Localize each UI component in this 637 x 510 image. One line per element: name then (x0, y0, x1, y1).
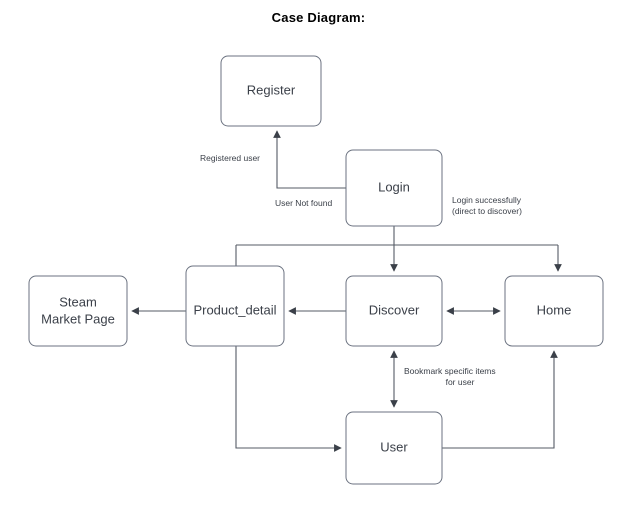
node-discover[interactable]: Discover (345, 275, 443, 347)
edge-label-bookmark-line2: for user (446, 377, 475, 387)
node-steam-market-page-label-line2: Market Page (41, 311, 115, 326)
node-home[interactable]: Home (504, 275, 604, 347)
node-user-label: User (380, 439, 408, 454)
node-discover-shape[interactable] (345, 275, 443, 347)
edge-user-to-home (442, 350, 558, 449)
edge-product-detail-to-user (235, 346, 342, 452)
edge-login-to-register (273, 130, 346, 189)
node-product-detail[interactable]: Product_detail (185, 265, 285, 347)
node-product-detail-label: Product_detail (193, 302, 276, 317)
edge-label-bookmark-line1: Bookmark specific items (404, 366, 496, 376)
node-product-detail-shape[interactable] (185, 265, 285, 347)
node-login-shape[interactable] (345, 149, 443, 227)
edge-label-registered-user: Registered user (200, 153, 260, 163)
node-login-label: Login (378, 179, 410, 194)
edge-label-login-success-line2: (direct to discover) (452, 206, 522, 216)
node-register-label: Register (247, 82, 296, 97)
node-steam-market-page-shape[interactable] (28, 275, 128, 347)
node-register-shape[interactable] (220, 55, 322, 127)
edge-login-distribution (235, 226, 562, 272)
node-register[interactable]: Register (220, 55, 322, 127)
node-steam-market-page-label-line1: Steam (59, 294, 97, 309)
node-user-shape[interactable] (345, 411, 443, 485)
edge-label-user-not-found: User Not found (275, 198, 332, 208)
edge-label-login-success-line1: Login successfully (452, 195, 522, 205)
node-user[interactable]: User (345, 411, 443, 485)
node-home-shape[interactable] (504, 275, 604, 347)
node-home-label: Home (537, 302, 572, 317)
page-title: Case Diagram: (271, 10, 366, 25)
node-steam-market-page[interactable]: Steam Market Page (28, 275, 128, 347)
node-discover-label: Discover (369, 302, 420, 317)
node-login[interactable]: Login (345, 149, 443, 227)
